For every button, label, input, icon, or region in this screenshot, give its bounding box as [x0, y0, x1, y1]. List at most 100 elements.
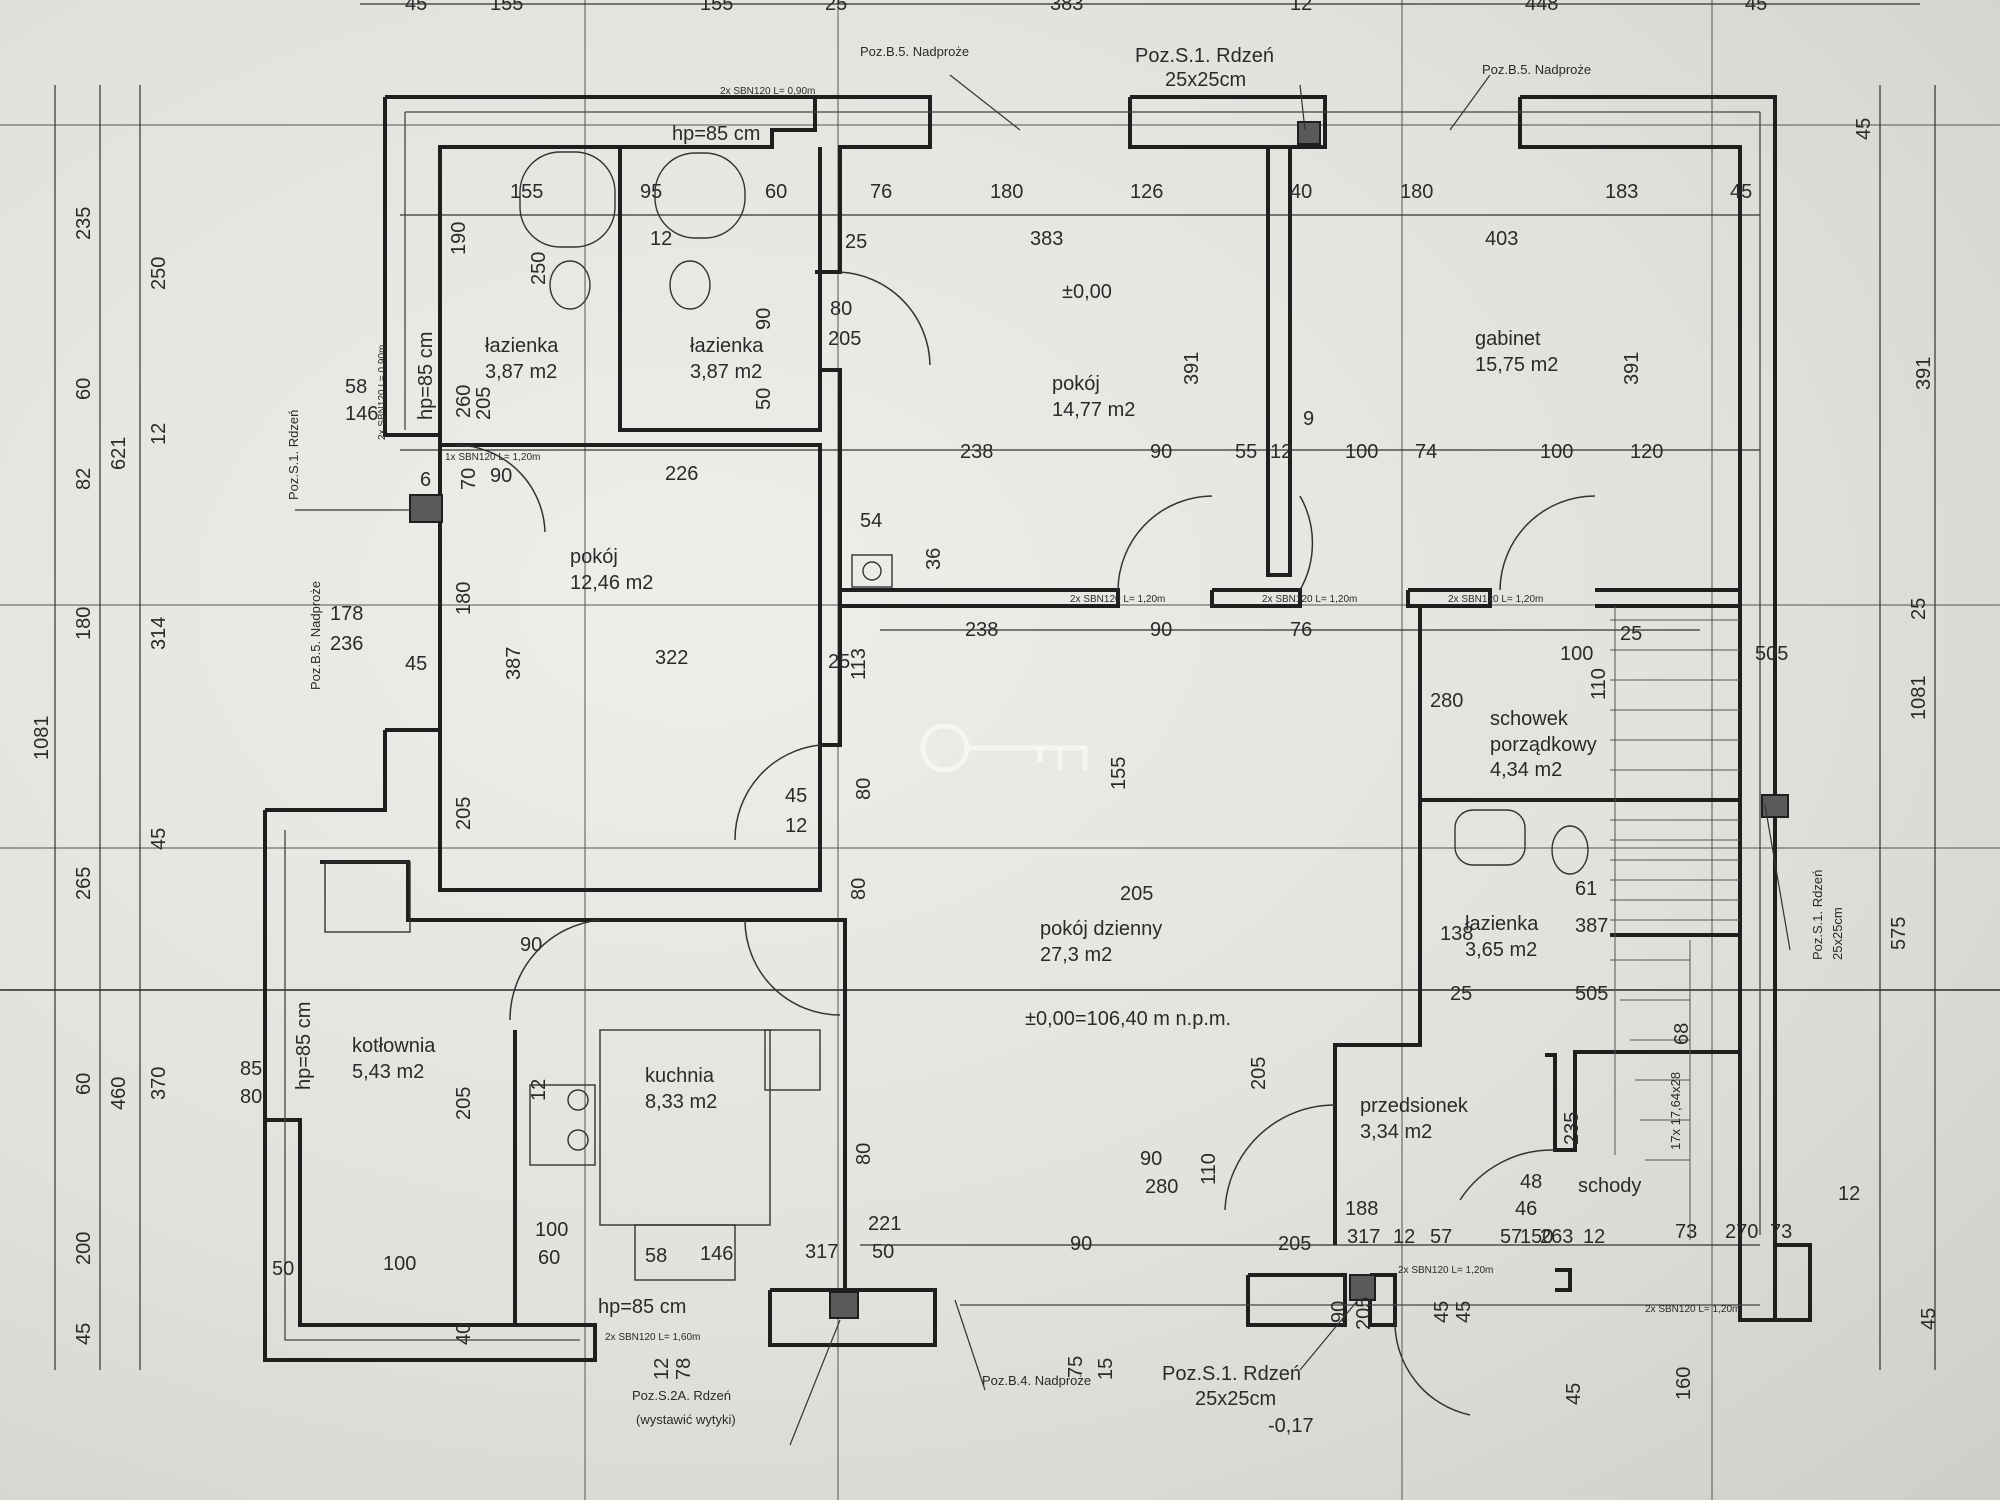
dimension-label: 90	[753, 308, 775, 330]
dimension-label: 226	[665, 463, 698, 485]
left-dimension: 265	[73, 867, 95, 900]
lintel-spec: 2x SBN120 L= 0,90m	[720, 86, 815, 97]
dimension-label: 58	[645, 1245, 667, 1267]
left-dimension: 314	[148, 617, 170, 650]
left-dimension: 82	[73, 468, 95, 490]
dimension-label: 90	[520, 934, 542, 956]
lintel-spec: 2x SBN120 L= 1,20m	[1262, 594, 1357, 605]
dimension-label: 80	[830, 298, 852, 320]
dimension-label: 55	[1235, 441, 1257, 463]
top-dimension: 155	[700, 0, 733, 15]
dimension-label: 205	[473, 387, 495, 420]
lintel-label: Poz.B.5. Nadproże	[308, 581, 323, 690]
dimension-label: 280	[1145, 1176, 1178, 1198]
dimension-label: 146	[700, 1243, 733, 1265]
dimension-label: 90	[490, 465, 512, 487]
dimension-label: 100	[535, 1219, 568, 1241]
dimension-label: 221	[868, 1213, 901, 1235]
dimension-label: 48	[1520, 1171, 1542, 1193]
dimension-label: 80	[853, 1143, 875, 1165]
dimension-label: 100	[383, 1253, 416, 1275]
room-name: pokój	[570, 546, 618, 568]
top-dimension: 383	[1050, 0, 1083, 15]
dimension-label: 160	[1673, 1367, 1695, 1400]
dimension-label: 391	[1621, 352, 1643, 385]
dimension-label: 205	[1120, 883, 1153, 905]
dimension-label: 183	[1605, 181, 1638, 203]
right-dimension: 575	[1888, 917, 1910, 950]
dimension-label: 40	[453, 1323, 475, 1345]
left-dimension: 370	[148, 1067, 170, 1100]
left-dimension: 60	[73, 1073, 95, 1095]
dimension-label: 45	[785, 785, 807, 807]
left-dimension: 235	[73, 207, 95, 240]
dimension-label: 57	[1430, 1226, 1452, 1248]
dimension-label: 12	[785, 815, 807, 837]
lintel-spec: 2x SBN120 L= 1,20m	[1645, 1304, 1740, 1315]
left-dimension: 460	[108, 1077, 130, 1110]
inner-wall-lines	[284, 111, 1761, 1341]
lintel-spec: 1x SBN120 L= 1,20m	[445, 452, 540, 463]
dimension-label: 45	[1431, 1301, 1453, 1323]
room-name: schowek	[1490, 708, 1569, 730]
lintel-label: Poz.B.5. Nadproże	[860, 44, 969, 59]
top-dimension: 45	[405, 0, 427, 15]
room-area: 5,43 m2	[352, 1061, 424, 1083]
dimension-label: 15	[1095, 1358, 1117, 1380]
lintel-spec: 2x SBN120 L= 1,20m	[1070, 594, 1165, 605]
dimension-label: 25	[1620, 623, 1642, 645]
core-label: Poz.S.1. Rdzeń	[1135, 45, 1274, 67]
dimension-label: 180	[990, 181, 1023, 203]
room-area: 3,34 m2	[1360, 1121, 1432, 1143]
room-name: łazienka	[1465, 913, 1539, 935]
dimension-label: 80	[853, 778, 875, 800]
dimension-label: 73	[1675, 1221, 1697, 1243]
dimension-label: 155	[510, 181, 543, 203]
lintel-label: Poz.B.4. Nadproże	[982, 1373, 1091, 1388]
dimension-label: 178	[330, 603, 363, 625]
core-label: Poz.S.2A. Rdzeń	[632, 1388, 731, 1403]
room-area: 3,65 m2	[1465, 939, 1537, 961]
room-name: pokój dzienny	[1040, 918, 1162, 940]
dimension-label: 12	[1838, 1183, 1860, 1205]
dimension-label: 46	[1515, 1198, 1537, 1220]
room-name: kuchnia	[645, 1065, 715, 1087]
dimension-label: 205	[1278, 1233, 1311, 1255]
dimension-label: 505	[1575, 983, 1608, 1005]
dimension-label: 205	[453, 1087, 475, 1120]
dimension-label: 60	[538, 1247, 560, 1269]
door-swings	[454, 271, 1596, 1416]
room-name: przedsionek	[1360, 1095, 1469, 1117]
top-dimension: 45	[1745, 0, 1767, 15]
room-area: 15,75 m2	[1475, 354, 1558, 376]
dimension-label: 25	[828, 651, 850, 673]
dimension-label: 73	[1770, 1221, 1792, 1243]
dimension-label: 205	[453, 797, 475, 830]
right-dimension: 45	[1853, 118, 1875, 140]
room-area: 3,87 m2	[485, 361, 557, 383]
sill-height: hp=85 cm	[415, 332, 437, 420]
room-area: 27,3 m2	[1040, 944, 1112, 966]
dimension-label: 235	[1561, 1112, 1583, 1145]
sill-height: hp=85 cm	[293, 1002, 315, 1090]
dimension-label: 190	[448, 222, 470, 255]
dimension-label: 25	[1450, 983, 1472, 1005]
dimension-label: 6	[420, 469, 431, 491]
dimension-label: 36	[923, 548, 945, 570]
dimension-label: 155	[1108, 757, 1130, 790]
right-dimension: 45	[1918, 1308, 1940, 1330]
dimension-label: 250	[528, 252, 550, 285]
leader-lines	[295, 74, 1791, 1446]
dimension-label: 12	[1270, 441, 1292, 463]
lintel-spec: 2x SBN120 L= 1,20m	[1398, 1265, 1493, 1276]
room-area: 8,33 m2	[645, 1091, 717, 1113]
room-area: porządkowy	[1490, 734, 1597, 756]
level-mark: ±0,00	[1062, 281, 1112, 303]
dimension-label: 54	[860, 510, 882, 532]
left-dimension: 621	[108, 437, 130, 470]
dimension-label: 100	[1560, 643, 1593, 665]
left-dimension: 12	[148, 423, 170, 445]
dimension-label: 12	[1393, 1226, 1415, 1248]
core-label: Poz.S.1. Rdzeń	[286, 410, 301, 500]
dimension-label: 76	[1290, 619, 1312, 641]
